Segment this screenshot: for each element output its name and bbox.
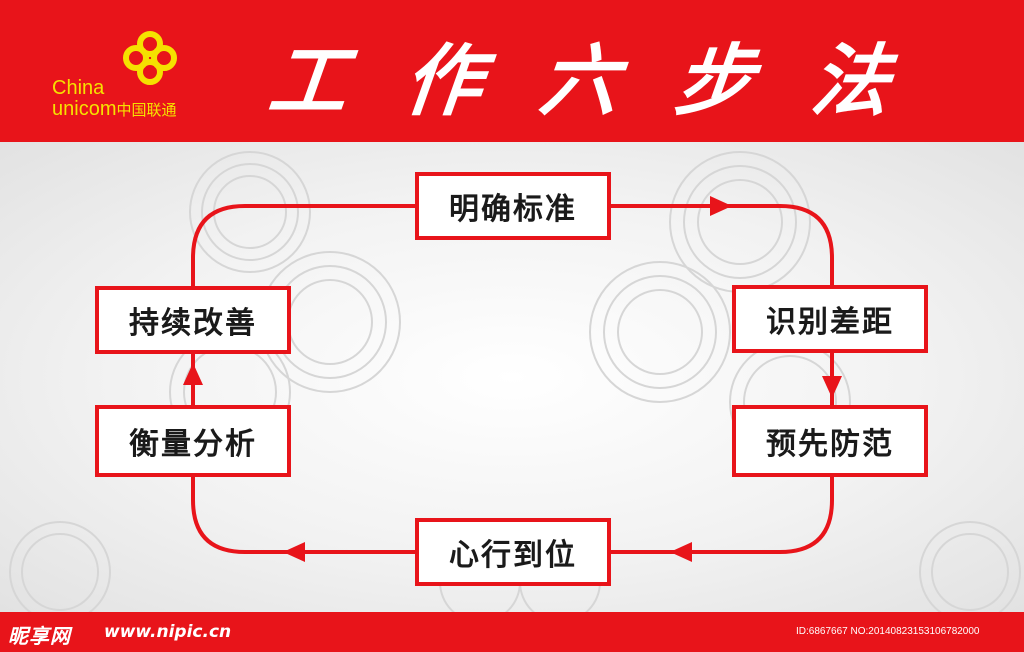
header-band	[0, 0, 1024, 142]
watermark-url: www.nipic.cn	[104, 622, 232, 642]
watermark-image-id: ID:6867667 NO:20140823153106782000	[796, 626, 980, 637]
arrow-right-icon	[710, 196, 732, 216]
footer-band	[0, 612, 1024, 652]
step-box-left-upper: 持续改善	[95, 286, 291, 354]
arrow-up-icon	[183, 363, 203, 385]
unicom-logo: China unicom中国联通	[52, 30, 202, 120]
arrow-down-icon	[822, 376, 842, 398]
step-box-right-upper: 识别差距	[732, 285, 928, 353]
watermark-brand: 昵享网	[8, 624, 71, 648]
step-box-right-lower: 预先防范	[732, 405, 928, 477]
arrow-left-icon	[283, 542, 305, 562]
logo-text-unicom-cn: 中国联通	[116, 102, 177, 119]
step-box-top: 明确标准	[415, 172, 611, 240]
unicom-knot-icon	[123, 31, 177, 85]
logo-text-unicom: unicom中国联通	[52, 98, 177, 122]
logo-text-unicom-en: unicom	[52, 98, 117, 120]
logo-text-china: China	[52, 77, 105, 99]
step-box-bottom: 心行到位	[415, 518, 611, 586]
arrow-left-icon	[670, 542, 692, 562]
step-box-left-lower: 衡量分析	[95, 405, 291, 477]
